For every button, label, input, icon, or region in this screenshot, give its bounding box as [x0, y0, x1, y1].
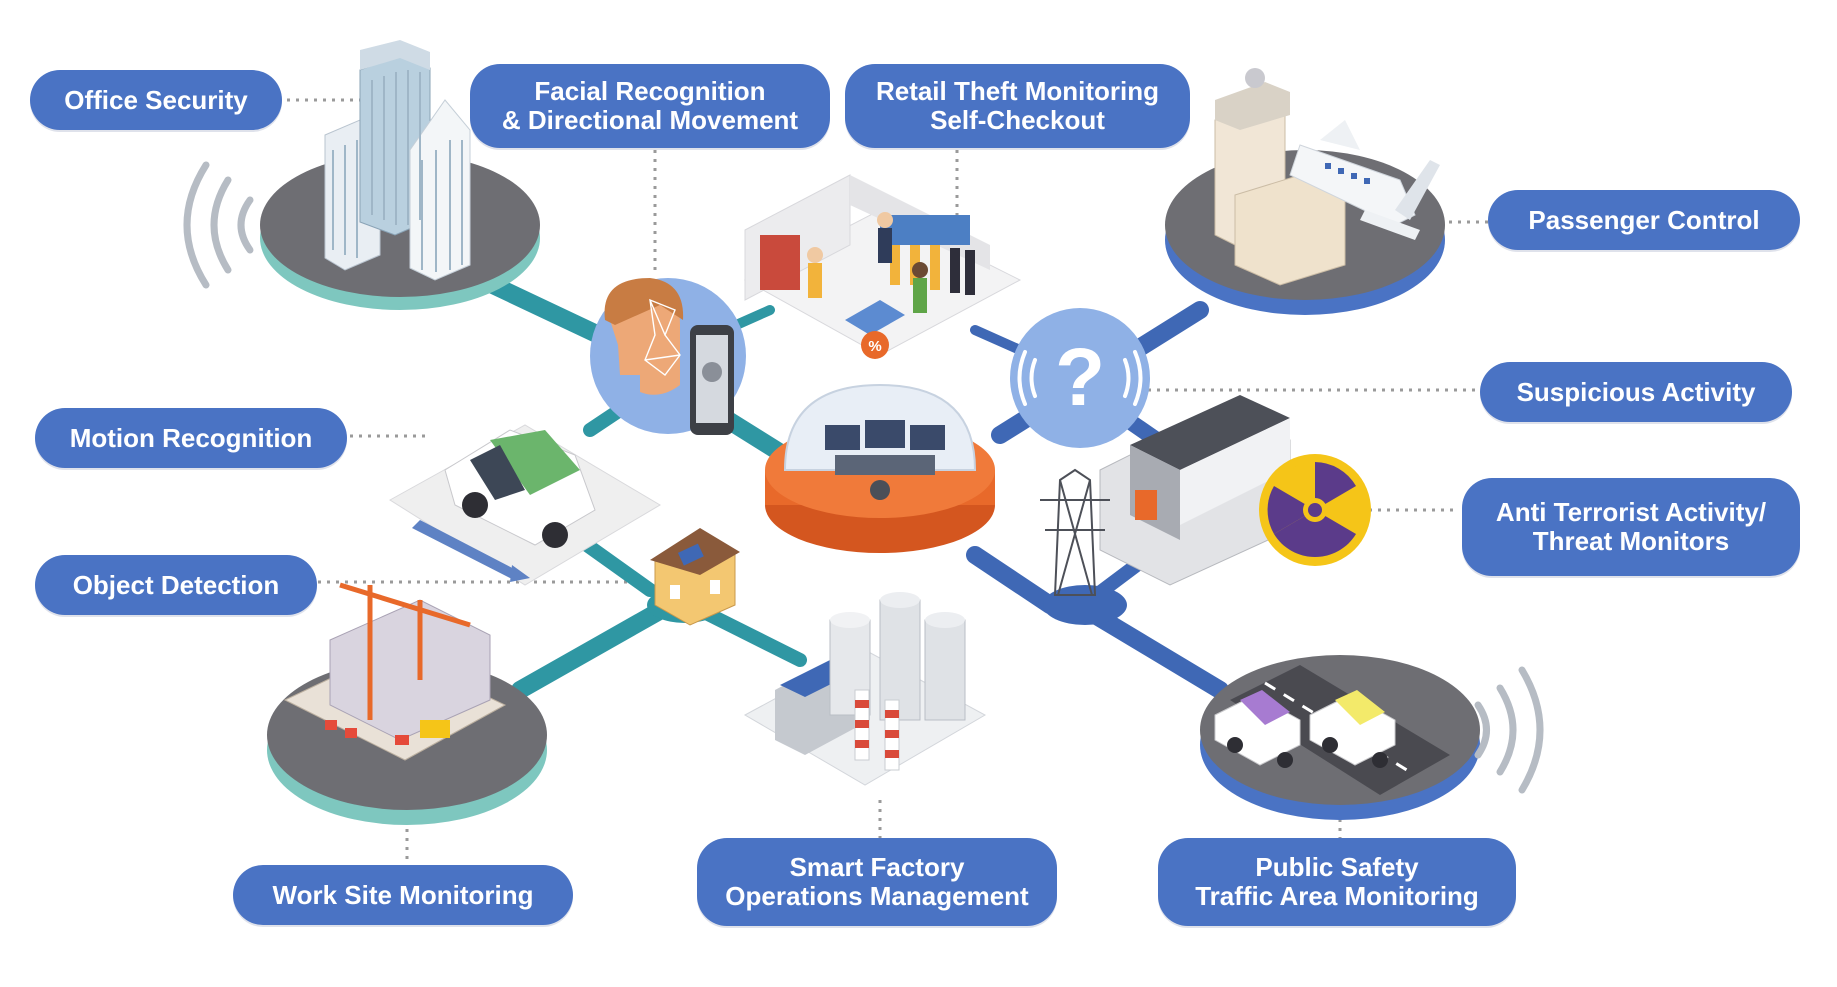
label-work-site-monitoring: Work Site Monitoring: [233, 865, 573, 925]
control-room-monitors-icon: [825, 420, 945, 500]
central-control-hub: [765, 383, 995, 553]
facial-recognition-icon: [590, 278, 746, 435]
label-suspicious-activity: Suspicious Activity: [1480, 362, 1792, 422]
airplane-icon: [1289, 120, 1440, 240]
car-yellow-icon: [1309, 690, 1396, 768]
construction-platform: [267, 582, 547, 825]
label-facial-recognition: Facial Recognition& Directional Movement: [470, 64, 830, 148]
factory-icon: [743, 592, 987, 786]
airport-building-icon: [1214, 68, 1346, 286]
smokestack-icon: [854, 689, 900, 771]
leader-lines: [287, 98, 1492, 865]
car-motion-icon: [389, 424, 661, 586]
office-platform: [260, 40, 540, 310]
crane-icon: [339, 582, 471, 720]
power-plant-icon: [1040, 395, 1371, 596]
label-passenger-control: Passenger Control: [1488, 190, 1800, 250]
discount-tag-icon: %: [868, 338, 881, 355]
label-office-security: Office Security: [30, 70, 282, 130]
label-anti-terrorist-activity: Anti Terrorist Activity/Threat Monitors: [1462, 478, 1800, 576]
suspicious-activity-circle: ?: [1010, 308, 1150, 448]
traffic-signal-icon: [1474, 666, 1544, 794]
traffic-platform: [1200, 655, 1480, 820]
office-signal-icon: [183, 161, 254, 289]
label-motion-recognition: Motion Recognition: [35, 408, 347, 468]
question-mark-icon: ?: [1055, 332, 1105, 423]
radiation-icon: [1259, 454, 1371, 566]
retail-store-icon: %: [743, 174, 1022, 359]
label-object-detection: Object Detection: [35, 555, 317, 615]
question-signal-icon: [1017, 350, 1143, 406]
transmission-tower-icon: [1040, 468, 1110, 596]
office-building-icon: [324, 40, 471, 281]
airport-platform: [1165, 68, 1445, 315]
car-purple-icon: [1214, 690, 1301, 768]
construction-site-icon: [283, 582, 507, 761]
house-icon: [650, 528, 740, 626]
